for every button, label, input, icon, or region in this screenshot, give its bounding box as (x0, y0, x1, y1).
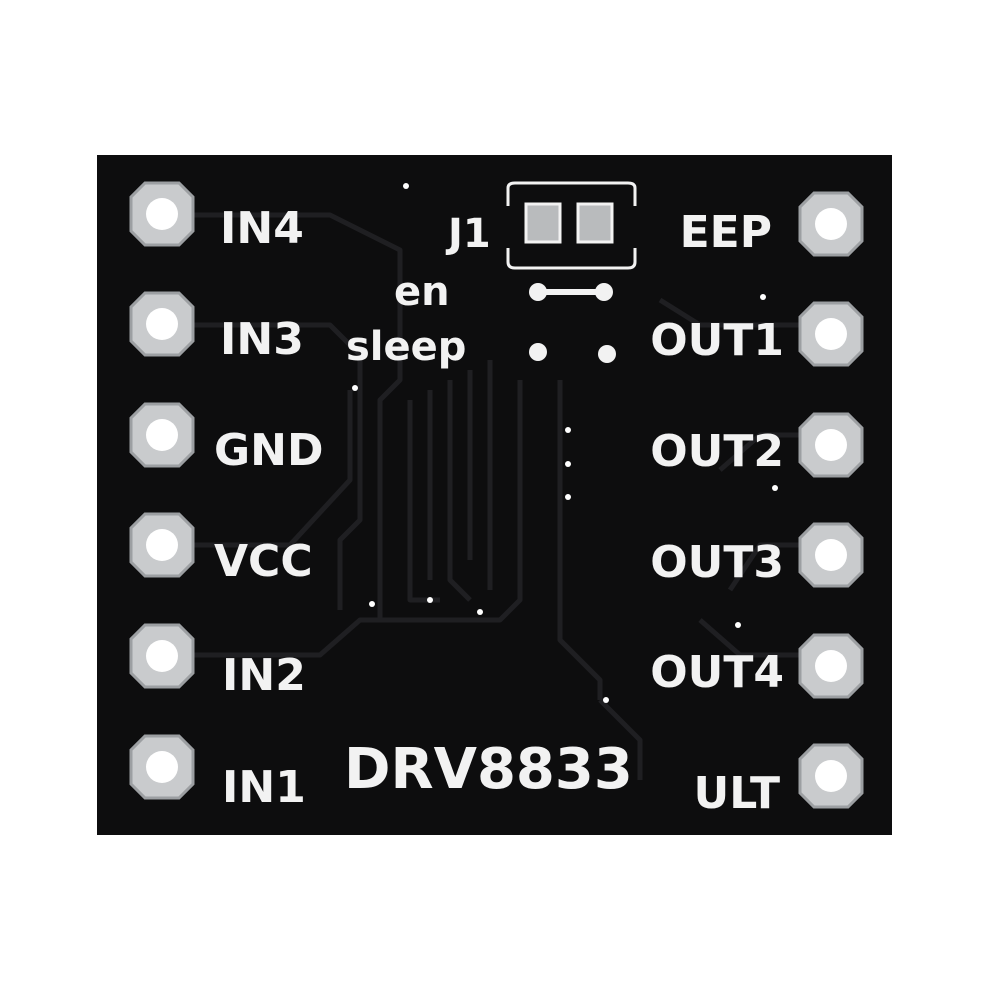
sleep-dot-left (529, 343, 547, 361)
jumper-outline (506, 248, 637, 270)
via (565, 427, 571, 433)
pin-label-out4: OUT4 (650, 647, 784, 698)
via (352, 385, 358, 391)
pin-pad-in1 (129, 734, 195, 800)
pad-hole (146, 751, 178, 783)
via (760, 294, 766, 300)
pad-hole (815, 429, 847, 461)
pin-pad-ult (798, 743, 864, 809)
pad-hole (146, 198, 178, 230)
pin-label-in3: IN3 (220, 314, 304, 365)
pin-label-in1: IN1 (222, 762, 306, 813)
pin-pad-out3 (798, 522, 864, 588)
pin-label-in4: IN4 (220, 203, 304, 254)
pin-label-out3: OUT3 (650, 537, 784, 588)
pad-hole (815, 318, 847, 350)
mode-label-en: en (394, 269, 450, 315)
pin-pad-in2 (129, 623, 195, 689)
pad-hole (815, 760, 847, 792)
chip-name-label: DRV8833 (344, 737, 633, 802)
pad-hole (815, 208, 847, 240)
right-header-pads (798, 191, 864, 809)
via (369, 601, 375, 607)
pin-pad-gnd (129, 402, 195, 468)
pin-label-gnd: GND (214, 425, 323, 476)
pin-label-out2: OUT2 (650, 426, 784, 477)
pin-pad-out2 (798, 412, 864, 478)
pin-label-vcc: VCC (214, 536, 313, 587)
jumper-pad-left (524, 202, 562, 244)
via (565, 461, 571, 467)
pad-hole (815, 539, 847, 571)
pin-label-ult: ULT (694, 768, 781, 819)
sleep-dot-right (598, 345, 616, 363)
pin-pad-eep (798, 191, 864, 257)
mode-label-sleep: sleep (346, 324, 466, 370)
pin-label-eep: EEP (680, 207, 772, 258)
pin-pad-out1 (798, 301, 864, 367)
pad-hole (146, 529, 178, 561)
pad-hole (146, 419, 178, 451)
pin-label-out1: OUT1 (650, 315, 784, 366)
via (603, 697, 609, 703)
via (565, 494, 571, 500)
jumper-j1 (506, 181, 637, 270)
via (772, 485, 778, 491)
pin-pad-out4 (798, 633, 864, 699)
pad-hole (815, 650, 847, 682)
pin-label-in2: IN2 (222, 650, 306, 701)
pin-pad-in4 (129, 181, 195, 247)
via (403, 183, 409, 189)
pcb-board (97, 155, 892, 835)
via (735, 622, 741, 628)
pad-hole (146, 308, 178, 340)
via (477, 609, 483, 615)
pcb-traces (190, 212, 800, 780)
pad-hole (146, 640, 178, 672)
en-bridge-line (538, 289, 604, 295)
left-pin-labels: IN4 IN3 GND VCC IN2 IN1 (214, 203, 323, 813)
jumper-outline (506, 181, 637, 206)
via (427, 597, 433, 603)
jumper-label: J1 (445, 211, 491, 257)
jumper-pad-right (576, 202, 614, 244)
pin-pad-in3 (129, 291, 195, 357)
en-dot-right (595, 283, 613, 301)
mode-select-marks (529, 283, 616, 363)
right-pin-labels: EEP OUT1 OUT2 OUT3 OUT4 ULT (650, 207, 784, 819)
left-header-pads (129, 181, 195, 800)
pin-pad-vcc (129, 512, 195, 578)
pcb-vias (352, 183, 778, 703)
